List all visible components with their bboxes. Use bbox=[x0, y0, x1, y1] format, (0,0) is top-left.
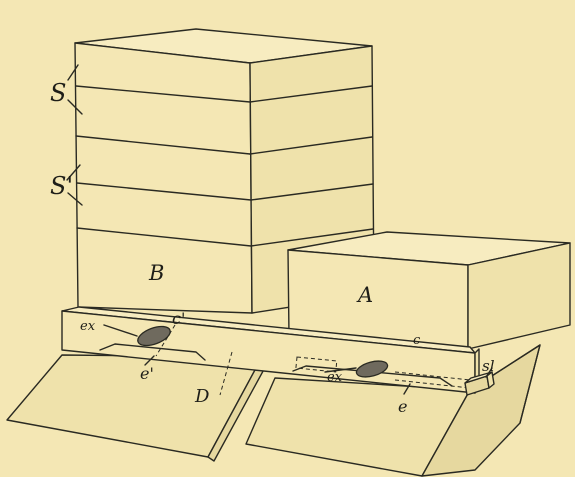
label-channel-c: c bbox=[413, 333, 421, 348]
slide-sl bbox=[464, 371, 495, 396]
label-exit-left: ex bbox=[80, 319, 96, 334]
label-slide-sl: sl bbox=[482, 357, 495, 375]
label-super-upper: S bbox=[50, 79, 66, 107]
label-hive-b: B bbox=[148, 261, 164, 285]
label-board-d: D bbox=[194, 386, 210, 407]
label-exit-right: ex bbox=[327, 370, 343, 385]
label-hive-a: A bbox=[356, 283, 373, 307]
hive-a-box bbox=[287, 231, 571, 350]
right-alighting-board bbox=[245, 344, 541, 477]
exit-cone-left bbox=[137, 325, 171, 347]
label-entrance-e-prime: e' bbox=[140, 364, 154, 383]
label-entrance-e: e bbox=[398, 397, 407, 416]
left-alighting-board bbox=[6, 354, 269, 462]
leader-lines bbox=[66, 64, 493, 395]
label-super-lower: S' bbox=[50, 172, 73, 200]
exit-cone-right bbox=[355, 360, 389, 378]
exit-cones bbox=[137, 325, 389, 378]
label-channel-c-prime: c' bbox=[172, 309, 185, 328]
